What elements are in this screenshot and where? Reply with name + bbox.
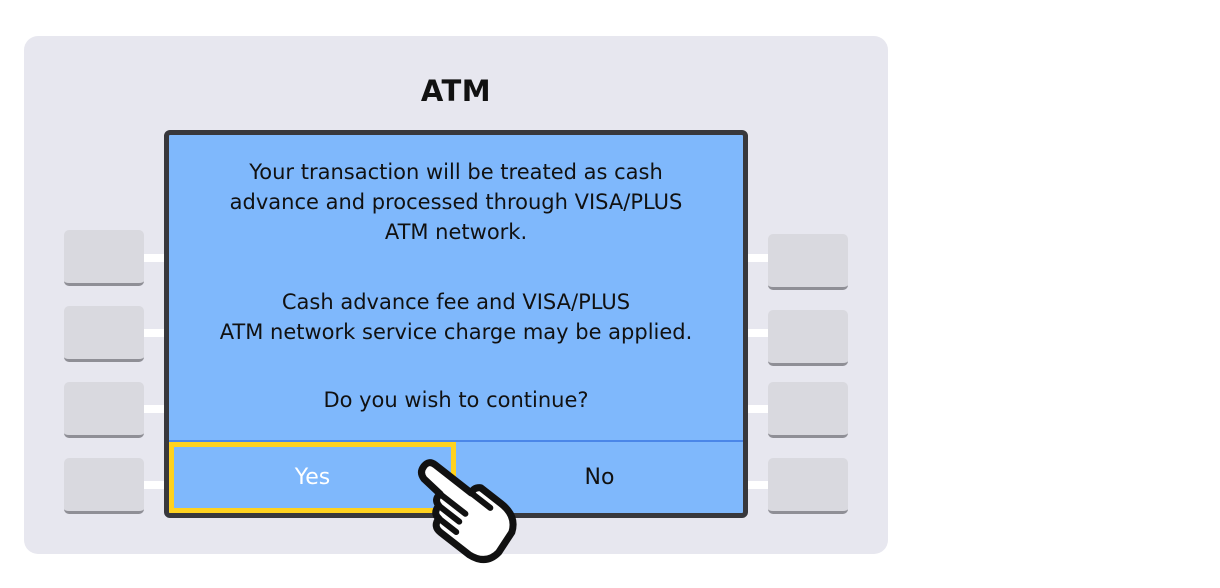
right-side-button-3[interactable] [768, 382, 848, 438]
left-side-button-2[interactable] [64, 306, 144, 362]
transaction-notice: Your transaction will be treated as cash… [169, 157, 743, 247]
left-connector-1 [144, 254, 170, 262]
right-connector-2 [744, 329, 770, 337]
left-side-button-3[interactable] [64, 382, 144, 438]
pointing-hand-icon [418, 459, 517, 563]
right-connector-3 [744, 405, 770, 413]
left-connector-4 [144, 481, 170, 489]
continue-question: Do you wish to continue? [323, 388, 589, 412]
right-side-button-2[interactable] [768, 310, 848, 366]
atm-title: ATM [420, 74, 492, 108]
notice-line: advance and processed through VISA/PLUS [229, 190, 683, 214]
right-connector-4 [744, 481, 770, 489]
notice-line: Cash advance fee and VISA/PLUS [281, 290, 631, 314]
notice-line: Your transaction will be treated as cash [249, 160, 663, 184]
fee-notice: Cash advance fee and VISA/PLUS ATM netwo… [169, 287, 743, 347]
right-side-button-4[interactable] [768, 458, 848, 514]
right-connector-1 [744, 254, 770, 262]
left-connector-3 [144, 405, 170, 413]
notice-line: ATM network. [384, 220, 528, 244]
left-side-button-1[interactable] [64, 230, 144, 286]
yes-button[interactable]: Yes [169, 442, 456, 513]
confirm-button-row: Yes No [169, 440, 743, 513]
left-connector-2 [144, 329, 170, 337]
notice-line: ATM network service charge may be applie… [219, 320, 693, 344]
left-side-button-4[interactable] [64, 458, 144, 514]
atm-screen: Your transaction will be treated as cash… [164, 130, 748, 518]
right-side-button-1[interactable] [768, 234, 848, 290]
no-button[interactable]: No [584, 465, 615, 490]
